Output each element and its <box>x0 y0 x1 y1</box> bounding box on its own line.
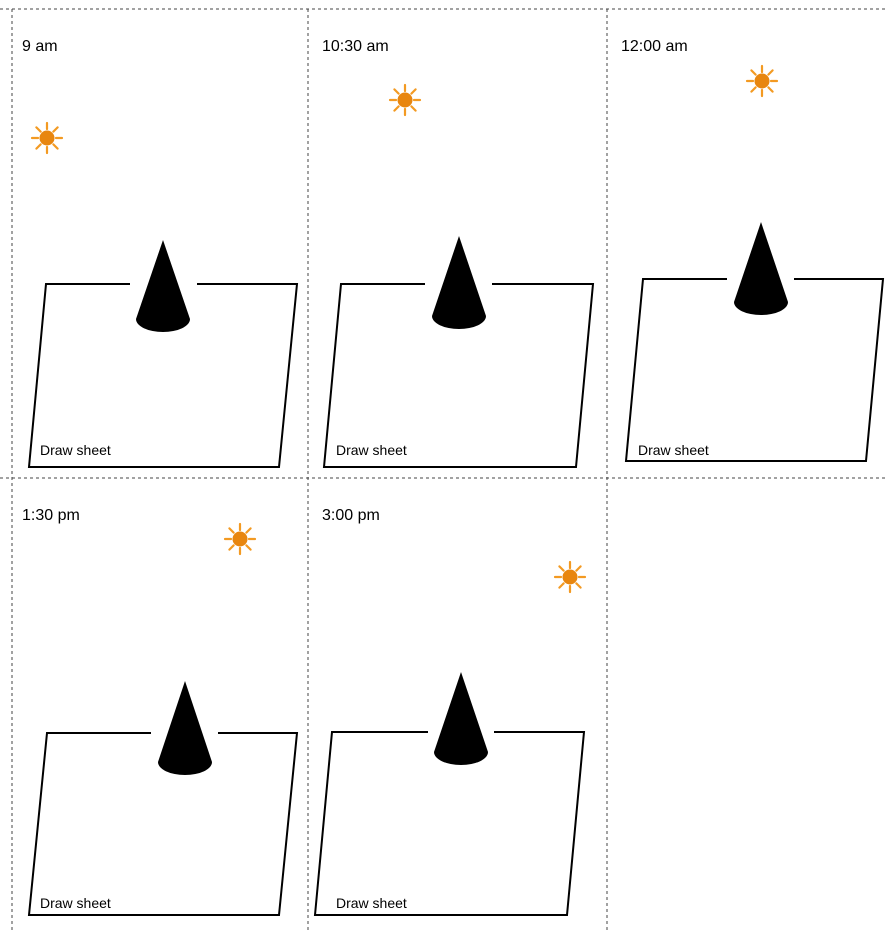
panel-time-label: 9 am <box>22 38 58 55</box>
sun-ray <box>576 583 580 587</box>
cone-object <box>734 222 788 315</box>
cone-object <box>136 240 190 332</box>
sun-core <box>40 131 55 146</box>
sun-ray <box>411 89 415 93</box>
sun-ray <box>246 528 250 532</box>
cone-body <box>432 236 486 329</box>
panel-4: 1:30 pm Draw sheet <box>22 507 297 915</box>
sun-ray <box>394 89 398 93</box>
draw-sheet-label: Draw sheet <box>40 442 111 458</box>
sun-icon <box>32 123 62 153</box>
draw-sheet-label: Draw sheet <box>638 442 709 458</box>
sun-core <box>398 93 413 108</box>
sun-ray <box>768 70 772 74</box>
panel-1: 9 am Draw sheet <box>22 38 297 467</box>
sun-ray <box>559 583 563 587</box>
sun-icon <box>225 524 255 554</box>
sun-ray <box>246 545 250 549</box>
panel-time-label: 10:30 am <box>322 38 389 55</box>
sun-icon <box>555 562 585 592</box>
cone-object <box>158 681 212 775</box>
cone-body <box>136 240 190 332</box>
sun-ray <box>411 106 415 110</box>
cone-object <box>432 236 486 329</box>
draw-sheet-label: Draw sheet <box>336 442 407 458</box>
panel-time-label: 3:00 pm <box>322 507 380 524</box>
sun-ray <box>229 528 233 532</box>
sun-ray <box>576 566 580 570</box>
sun-ray <box>36 144 40 148</box>
sun-ray <box>53 144 57 148</box>
sun-icon <box>390 85 420 115</box>
cone-body <box>158 681 212 775</box>
cone-body <box>434 672 488 765</box>
sun-ray <box>229 545 233 549</box>
cone-body <box>734 222 788 315</box>
draw-sheet-label: Draw sheet <box>40 895 111 911</box>
sun-core <box>755 74 770 89</box>
sun-core <box>233 532 248 547</box>
sun-ray <box>751 70 755 74</box>
sun-ray <box>751 87 755 91</box>
panel-time-label: 12:00 am <box>621 38 688 55</box>
sun-ray <box>559 566 563 570</box>
draw-sheet-label: Draw sheet <box>336 895 407 911</box>
panel-time-label: 1:30 pm <box>22 507 80 524</box>
cone-object <box>434 672 488 765</box>
sun-icon <box>747 66 777 96</box>
sun-ray <box>53 127 57 131</box>
panel-2: 10:30 am Draw sheet <box>322 38 593 467</box>
sun-ray <box>36 127 40 131</box>
sun-ray <box>768 87 772 91</box>
sun-ray <box>394 106 398 110</box>
panel-grid <box>0 9 885 932</box>
sun-core <box>563 570 578 585</box>
panel-3: 12:00 am Draw sheet <box>621 38 883 461</box>
panel-5: 3:00 pm Draw sheet <box>315 507 585 915</box>
